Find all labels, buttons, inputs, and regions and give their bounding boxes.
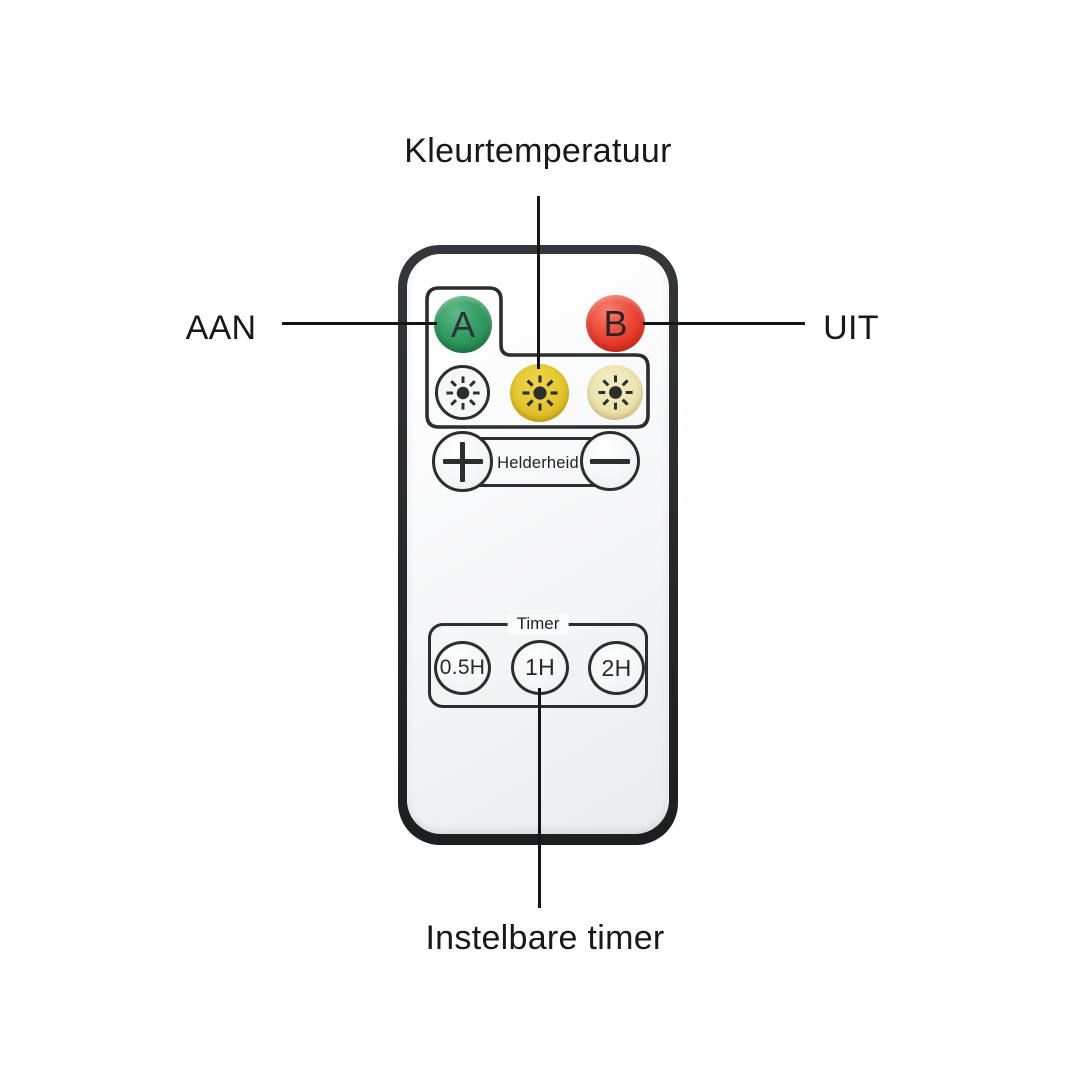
minus-icon bbox=[590, 458, 630, 464]
sun-icon bbox=[445, 375, 480, 410]
callout-line-on bbox=[282, 322, 437, 325]
timer-2h-label: 2H bbox=[601, 654, 632, 681]
timer-group-label: Timer bbox=[507, 614, 569, 634]
brightness-label: Helderheid bbox=[497, 454, 579, 472]
callout-line-off bbox=[643, 322, 805, 325]
timer-05h-button[interactable]: 0.5H bbox=[434, 641, 491, 695]
timer-1h-label: 1H bbox=[524, 654, 555, 680]
timer-05h-label: 0.5H bbox=[439, 656, 486, 679]
callout-line-timer bbox=[538, 688, 541, 908]
sun-icon bbox=[597, 375, 633, 410]
label-adjustable-timer: Instelbare timer bbox=[425, 919, 665, 957]
label-off: UIT bbox=[823, 309, 879, 347]
label-on: AAN bbox=[185, 309, 257, 347]
color-temp-warm-button[interactable] bbox=[510, 364, 569, 422]
plus-icon bbox=[442, 441, 483, 482]
power-off-button-label: B bbox=[603, 302, 628, 344]
brightness-minus-button[interactable] bbox=[580, 431, 640, 491]
color-temp-soft-button[interactable] bbox=[587, 365, 643, 420]
label-color-temperature: Kleurtemperatuur bbox=[404, 132, 672, 170]
brightness-plus-button[interactable] bbox=[432, 431, 493, 492]
power-on-button-a[interactable]: A bbox=[434, 296, 492, 353]
timer-1h-button[interactable]: 1H bbox=[511, 640, 569, 695]
timer-2h-button[interactable]: 2H bbox=[588, 641, 645, 695]
sun-icon bbox=[522, 375, 557, 411]
color-temp-cool-button[interactable] bbox=[435, 365, 490, 420]
button-group-outline bbox=[425, 286, 650, 429]
power-off-button-b[interactable]: B bbox=[586, 295, 645, 352]
callout-line-color-temperature bbox=[537, 196, 540, 369]
power-on-button-label: A bbox=[450, 303, 475, 345]
